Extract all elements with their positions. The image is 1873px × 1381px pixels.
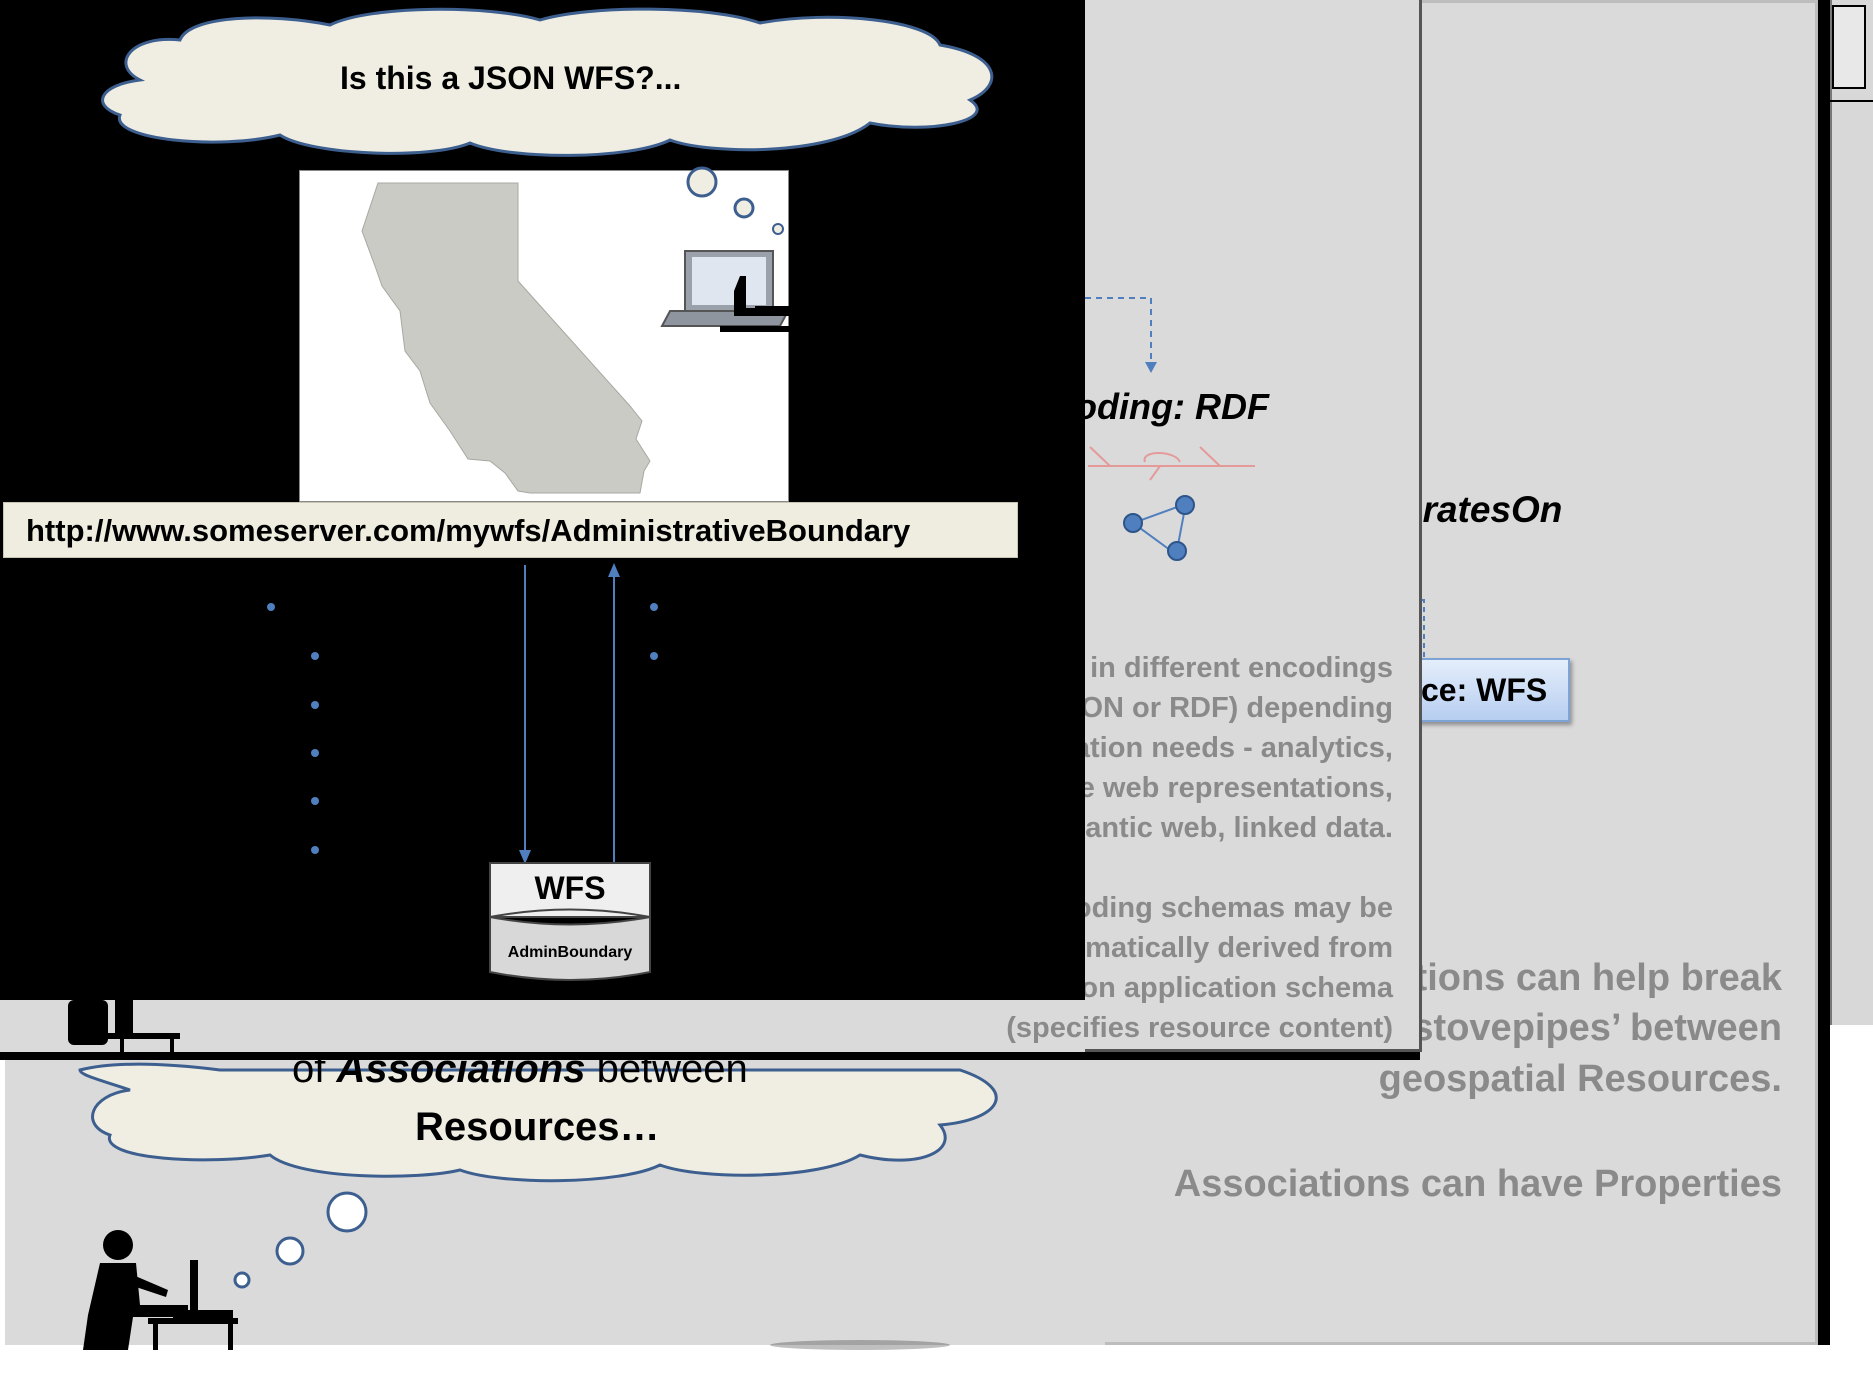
- thought-dot-medium: [275, 1236, 305, 1266]
- wfs-db-sublabel: AdminBoundary: [507, 944, 633, 961]
- request-response-arrows: [267, 563, 658, 864]
- panel-shadow: [770, 1340, 950, 1350]
- request-arrow-head: [519, 850, 531, 864]
- dot: [650, 652, 658, 660]
- bottom-cloud-cover: [0, 1052, 1100, 1060]
- top-cloud: [101, 7, 994, 157]
- user-icon: [68, 997, 180, 1055]
- side-sliver: [1830, 0, 1873, 1025]
- associations-properties: Associations can have Properties: [1173, 1163, 1782, 1205]
- thought-dots: [686, 166, 784, 235]
- bottom-bubble-prefix: of: [292, 1047, 337, 1091]
- url-bar: http://www.someserver.com/mywfs/Administ…: [3, 502, 1018, 558]
- dot: [650, 603, 658, 611]
- bottom-bubble-line-1: of Associations between: [292, 1047, 748, 1092]
- paragraph-line: in different encodings: [1090, 652, 1393, 684]
- side-sliver-tab: [1832, 5, 1866, 89]
- paragraph-line: ON or RDF) depending: [1080, 692, 1393, 724]
- middle-panel: [1085, 0, 1422, 1052]
- bottom-bubble-line-2: Resources…: [415, 1105, 660, 1149]
- top-bubble-text: Is this a JSON WFS?...: [340, 60, 682, 96]
- associations-line-2: stovepipes’ between: [1412, 1007, 1782, 1049]
- paragraph-line: ation needs - analytics,: [1073, 732, 1393, 764]
- middle-panel-bottom: [0, 1000, 1085, 1052]
- computer-user-icon: [83, 1230, 238, 1350]
- wfs-db-label: WFS: [534, 870, 606, 906]
- paragraph-line: e web representations,: [1078, 772, 1393, 804]
- laptop-user-icon: [660, 250, 790, 332]
- dot: [267, 603, 275, 611]
- wfs-service-box: ce: WFS: [1405, 658, 1570, 722]
- back-panel-edge: [1818, 0, 1830, 1345]
- encoding-paragraph: in different encodings ON or RDF) depend…: [1000, 648, 1393, 1048]
- california-map: [361, 182, 651, 494]
- dot: [311, 701, 319, 709]
- associations-line-3: geospatial Resources.: [1378, 1058, 1782, 1100]
- thought-dot-medium: [733, 197, 755, 219]
- bottom-thought-dots: [233, 1191, 368, 1289]
- dot: [311, 652, 319, 660]
- side-sliver-line: [1830, 100, 1873, 102]
- map-frame: [299, 170, 790, 502]
- bottom-bubble-suffix: between: [585, 1047, 748, 1091]
- paragraph-line: antic web, linked data.: [1085, 812, 1393, 844]
- paragraph-line: on application schema: [1080, 972, 1393, 1004]
- response-arrow-head: [608, 563, 620, 577]
- bottom-cloud: [78, 1062, 998, 1183]
- url-text: http://www.someserver.com/mywfs/Administ…: [26, 513, 911, 548]
- dot: [311, 846, 319, 854]
- thought-dot-large: [686, 166, 718, 198]
- encoding-rdf-label: oding: RDF: [1075, 386, 1269, 427]
- dot: [311, 749, 319, 757]
- database-cylinder: [489, 862, 651, 981]
- paragraph-line: matically derived from: [1085, 932, 1393, 964]
- thought-dot-small: [233, 1271, 251, 1289]
- paragraph-line: oding schemas may be: [1073, 892, 1393, 924]
- operates-on-label: eratesOn: [1402, 489, 1563, 530]
- associations-line-1: tions can help break: [1414, 957, 1782, 999]
- dot: [311, 797, 319, 805]
- wfs-database: WFS AdminBoundary: [489, 862, 651, 988]
- california-shape: [361, 182, 651, 494]
- bottom-bubble-italic: Associations: [336, 1047, 586, 1091]
- thought-dot-small: [772, 223, 784, 235]
- wfs-service-label: ce: WFS: [1421, 672, 1548, 708]
- thought-dot-large: [326, 1191, 368, 1233]
- paragraph-line: (specifies resource content): [1006, 1012, 1393, 1044]
